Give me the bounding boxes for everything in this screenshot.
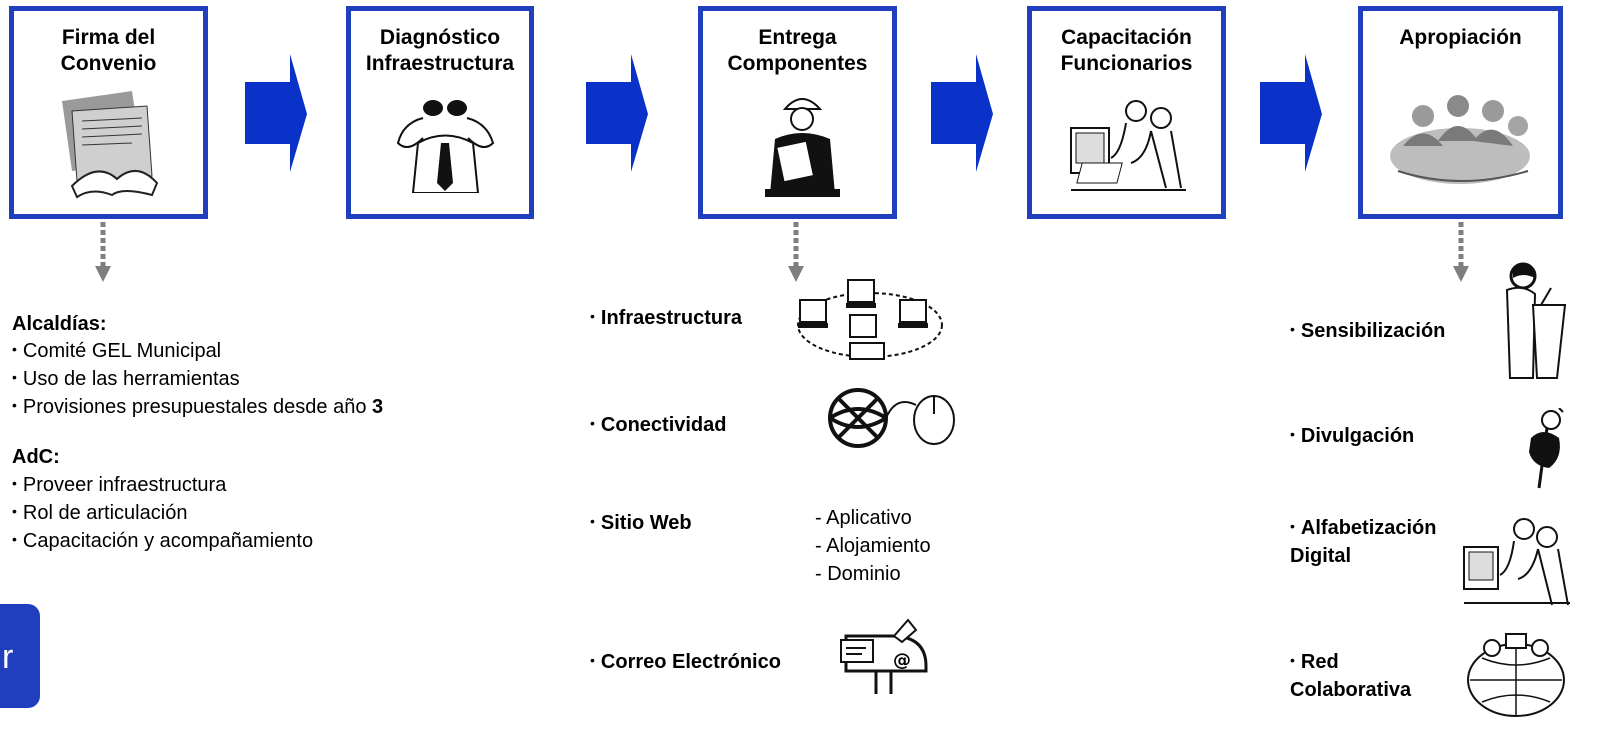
list-item: •Comité GEL Municipal xyxy=(12,340,222,362)
svg-text:@: @ xyxy=(893,650,911,671)
step-entrega: Entrega Componentes xyxy=(698,6,897,219)
dashed-down-arrow-icon xyxy=(788,222,804,282)
construction-worker-icon xyxy=(765,98,840,197)
dashed-down-arrow-icon xyxy=(95,222,111,282)
handshake-document-icon xyxy=(62,91,159,199)
apropiacion-divulgacion: •Divulgación xyxy=(1290,425,1415,447)
arrow-right-icon xyxy=(586,54,648,172)
alcaldias-heading: Alcaldías: xyxy=(12,313,107,335)
apropiacion-alfabetizacion: •Alfabetización Digital xyxy=(1290,517,1437,567)
component-sitio-web: •Sitio Web xyxy=(590,512,692,534)
step-title: Firma del Convenio xyxy=(60,26,157,75)
globe-mouse-icon xyxy=(828,388,955,448)
list-item: •Proveer infraestructura xyxy=(12,474,227,496)
step-title: Apropiación xyxy=(1399,26,1522,49)
dashed-down-arrow-icon xyxy=(1453,222,1469,282)
list-item: •Uso de las herramientas xyxy=(12,368,240,390)
component-correo: •Correo Electrónico xyxy=(590,651,781,673)
adc-heading: AdC: xyxy=(12,446,60,468)
apropiacion-sensibilizacion: •Sensibilización xyxy=(1290,320,1446,342)
step-title: Entrega Componentes xyxy=(727,26,868,75)
list-item: •Rol de articulación xyxy=(12,502,188,524)
component-conectividad: •Conectividad xyxy=(590,414,727,436)
group-meeting-icon xyxy=(1390,95,1530,184)
step-firma-convenio: Firma del Convenio xyxy=(9,6,208,219)
step-apropiacion: Apropiación xyxy=(1358,6,1563,219)
mailbox-icon: @ xyxy=(840,618,928,694)
computer-training-icon xyxy=(1463,518,1570,606)
arrow-right-icon xyxy=(245,54,307,172)
sitio-web-details: - Aplicativo - Alojamiento - Dominio xyxy=(815,507,931,585)
step-diagnostico: Diagnóstico Infraestructura xyxy=(346,6,534,219)
globe-network-icon xyxy=(1467,633,1565,717)
step-title: Capacitación Funcionarios xyxy=(1060,26,1193,75)
arrow-right-icon xyxy=(931,54,993,172)
list-item: •Provisiones presupuestales desde año 3 xyxy=(12,396,384,418)
network-computers-icon xyxy=(797,279,943,360)
apropiacion-red-colaborativa: •Red Colaborativa xyxy=(1290,651,1412,701)
binoculars-man-icon xyxy=(396,100,495,193)
step-title: Diagnóstico Infraestructura xyxy=(365,26,515,75)
list-item: •Capacitación y acompañamiento xyxy=(12,530,314,552)
step-capacitacion: Capacitación Funcionarios xyxy=(1027,6,1226,219)
arrow-right-icon xyxy=(1260,54,1322,172)
component-infraestructura: •Infraestructura xyxy=(590,307,743,329)
speaker-podium-icon xyxy=(1505,262,1567,379)
computer-training-icon xyxy=(1070,100,1186,191)
side-tab[interactable]: r xyxy=(0,604,40,708)
microphone-icon xyxy=(1529,408,1564,489)
